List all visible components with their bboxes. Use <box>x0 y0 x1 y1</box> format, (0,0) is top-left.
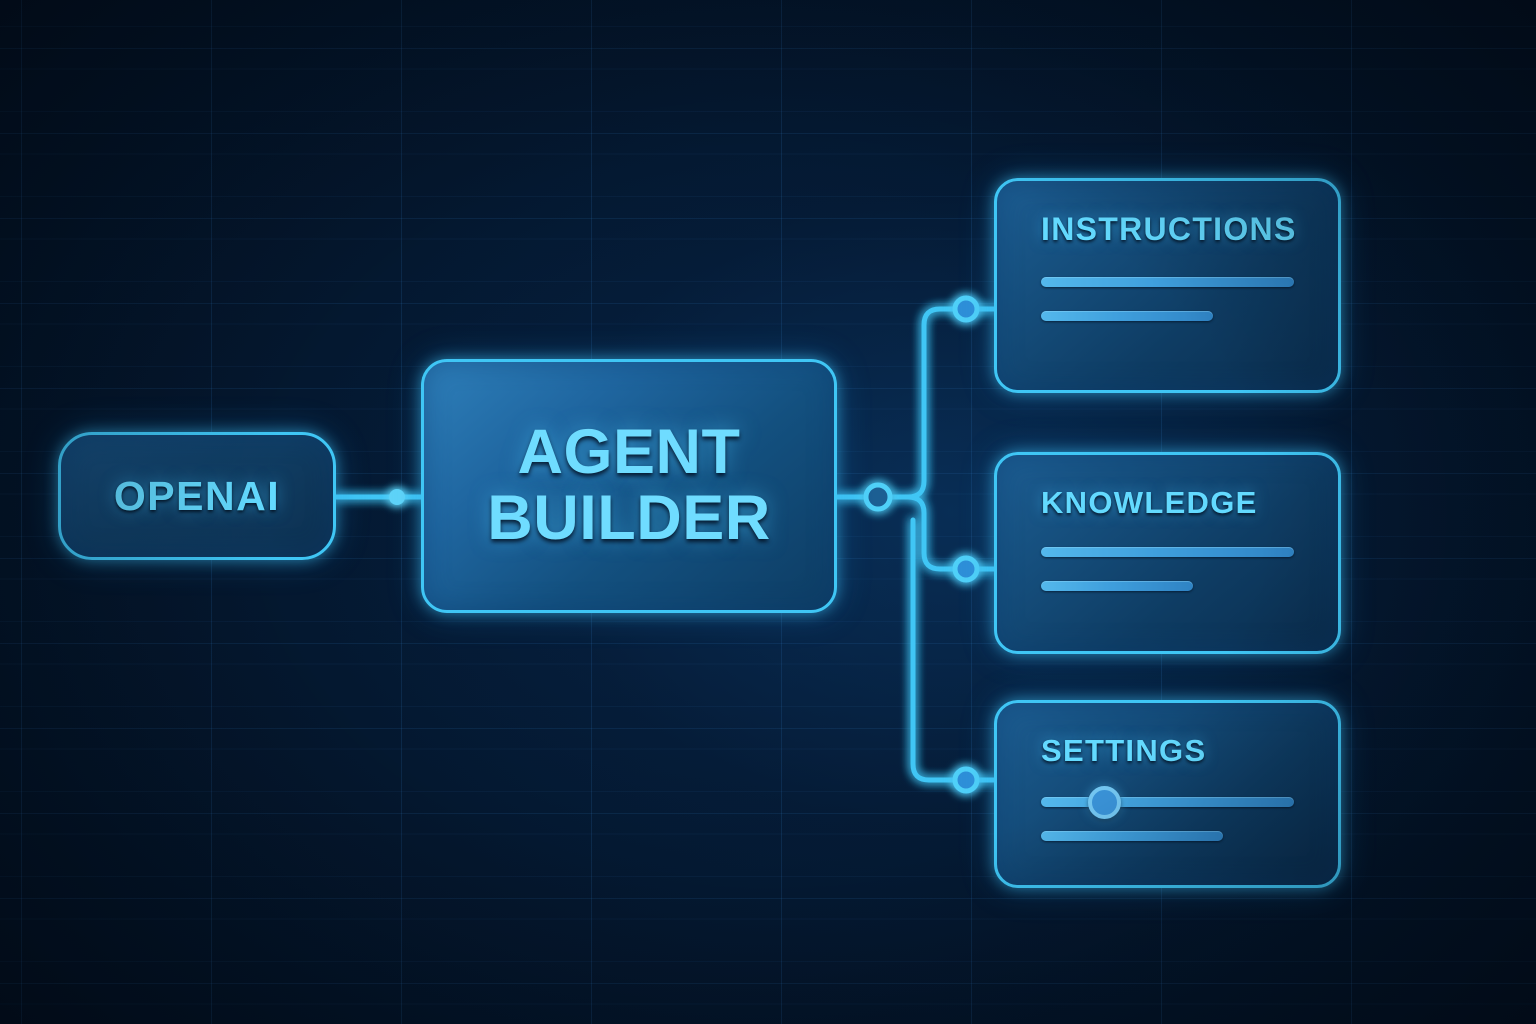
wire-hub-to-knowledge <box>887 494 997 572</box>
wire-hub-to-instructions <box>887 306 997 500</box>
connector-dot-openai-agent <box>389 489 405 505</box>
connector-node-settings <box>952 766 980 794</box>
card-knowledge-lines <box>1041 547 1294 591</box>
text-line-bar <box>1041 311 1214 321</box>
slider-knob[interactable] <box>1087 785 1121 819</box>
text-line-bar <box>1041 831 1224 841</box>
wire-hub-to-settings <box>910 517 997 783</box>
connector-node-instructions <box>952 295 980 323</box>
card-instructions-lines <box>1041 277 1294 321</box>
connector-node-knowledge <box>952 555 980 583</box>
card-knowledge-title: KNOWLEDGE <box>1041 485 1258 520</box>
settings-slider[interactable] <box>1041 785 1294 819</box>
card-instructions-title: INSTRUCTIONS <box>1041 211 1297 247</box>
slider-track[interactable] <box>1041 797 1294 807</box>
node-agent-builder-label: AGENT BUILDER <box>487 420 771 551</box>
text-line-bar <box>1041 581 1193 591</box>
node-agent-builder-line1: AGENT <box>517 417 741 488</box>
node-openai-label: OPENAI <box>113 472 281 519</box>
node-agent-builder[interactable]: AGENT BUILDER <box>421 359 837 613</box>
card-instructions[interactable]: INSTRUCTIONS <box>994 178 1341 393</box>
card-settings-title: SETTINGS <box>1041 733 1207 768</box>
hub-connector-node <box>863 482 893 512</box>
card-settings[interactable]: SETTINGS <box>994 700 1341 888</box>
card-knowledge[interactable]: KNOWLEDGE <box>994 452 1341 654</box>
card-settings-controls <box>1041 785 1294 841</box>
text-line-bar <box>1041 277 1294 287</box>
node-openai[interactable]: OPENAI <box>58 432 336 560</box>
text-line-bar <box>1041 547 1294 557</box>
node-agent-builder-line2: BUILDER <box>487 483 771 553</box>
